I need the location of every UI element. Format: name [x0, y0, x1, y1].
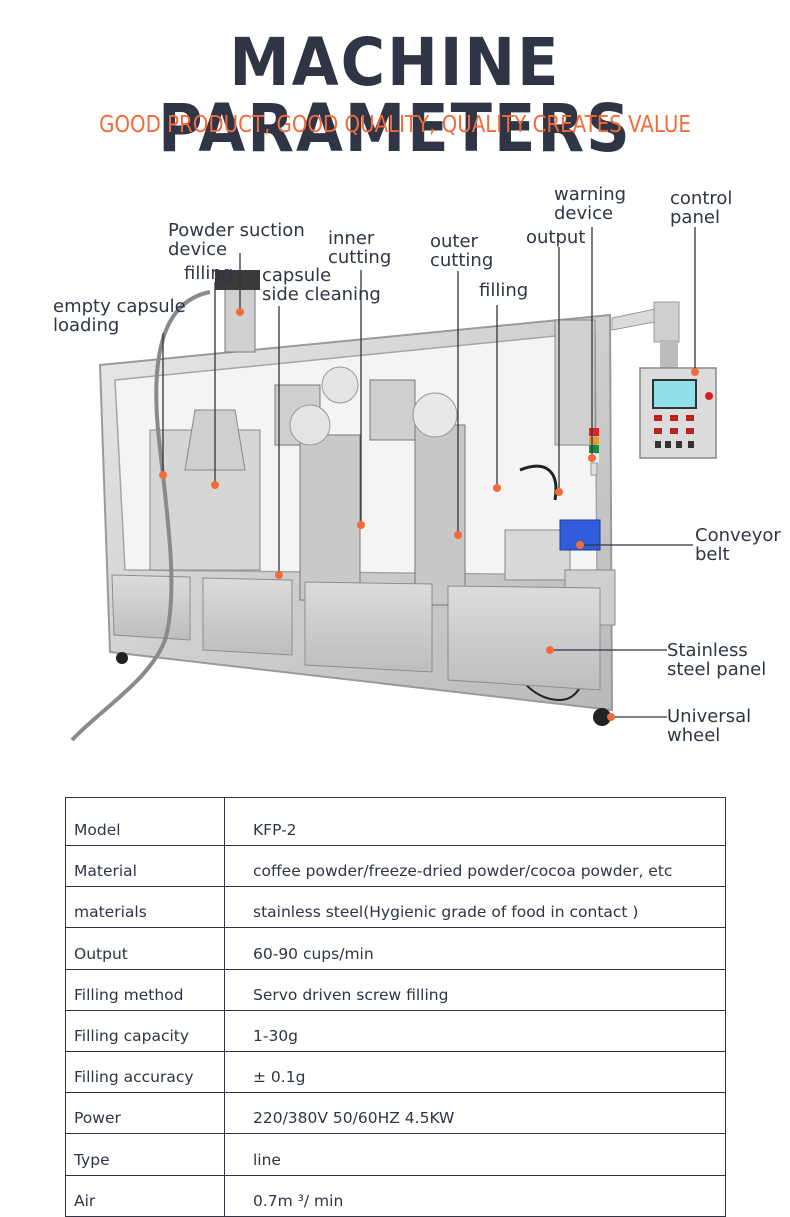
marker-outer-cutting: [454, 531, 462, 539]
marker-filling-left: [211, 481, 219, 489]
label-conveyor-belt: Conveyor belt: [695, 525, 781, 565]
spec-value: 220/380V 50/60HZ 4.5KW: [224, 1092, 726, 1135]
spec-value: line: [224, 1133, 726, 1176]
spec-value: 1-30g: [224, 1009, 726, 1052]
marker-powder-suction: [236, 308, 244, 316]
spec-key: Air: [65, 1174, 225, 1217]
label-outer-cutting: outer cutting: [430, 231, 494, 271]
marker-output: [555, 488, 563, 496]
machine-diagram: Powder suction device filling capsule si…: [0, 170, 790, 770]
spec-value: Servo driven screw filling: [224, 968, 726, 1011]
label-filling-left: filling: [184, 263, 234, 284]
spec-key: Filling capacity: [65, 1009, 225, 1052]
spec-key: Model: [65, 797, 225, 846]
machine-frame: [70, 270, 717, 742]
label-control-panel: control panel: [670, 188, 733, 228]
marker-control-panel: [691, 368, 699, 376]
spec-key: materials: [65, 886, 225, 929]
label-filling-right: filling: [479, 280, 529, 301]
spec-key: Filling method: [65, 968, 225, 1011]
page-subtitle: GOOD PRODUCT, GOOD QUALITY, QUALITY CREA…: [99, 112, 691, 138]
marker-stainless: [546, 646, 554, 654]
table-row: Filling accuracy± 0.1g: [65, 1050, 726, 1094]
marker-warning: [588, 454, 596, 462]
callout-markers: [159, 308, 699, 721]
label-powder-suction-device: Powder suction device: [168, 220, 305, 260]
spec-value: ± 0.1g: [224, 1050, 726, 1094]
marker-conveyor: [576, 541, 584, 549]
label-universal-wheel: Universal wheel: [667, 706, 752, 746]
spec-value: KFP-2: [224, 797, 726, 846]
machine-illustration: [70, 227, 717, 742]
spec-key: Power: [65, 1092, 225, 1135]
marker-empty-capsule: [159, 471, 167, 479]
label-empty-capsule-loading: empty capsule loading: [53, 296, 186, 336]
leader-lines: [162, 227, 696, 718]
label-stainless-steel-panel: Stainless steel panel: [667, 640, 767, 680]
label-inner-cutting: inner cutting: [328, 228, 392, 268]
marker-wheel: [607, 713, 615, 721]
page-title: MACHINE PARAMETERS: [158, 24, 632, 167]
spec-key: Type: [65, 1133, 225, 1176]
label-warning-device: warning device: [554, 184, 627, 224]
spec-key: Filling accuracy: [65, 1050, 225, 1094]
spec-value: stainless steel(Hygienic grade of food i…: [224, 886, 726, 929]
spec-key: Output: [65, 927, 225, 970]
spec-value: 0.7m ³/ min: [224, 1174, 726, 1217]
marker-filling-right: [493, 484, 501, 492]
label-output: output: [526, 227, 586, 248]
spec-value: coffee powder/freeze-dried powder/cocoa …: [224, 844, 726, 888]
label-capsule-side-cleaning: capsule side cleaning: [262, 265, 381, 305]
spec-value: 60-90 cups/min: [224, 927, 726, 970]
spec-key: Material: [65, 844, 225, 888]
marker-inner-cutting: [357, 521, 365, 529]
marker-capsule-cleaning: [275, 571, 283, 579]
